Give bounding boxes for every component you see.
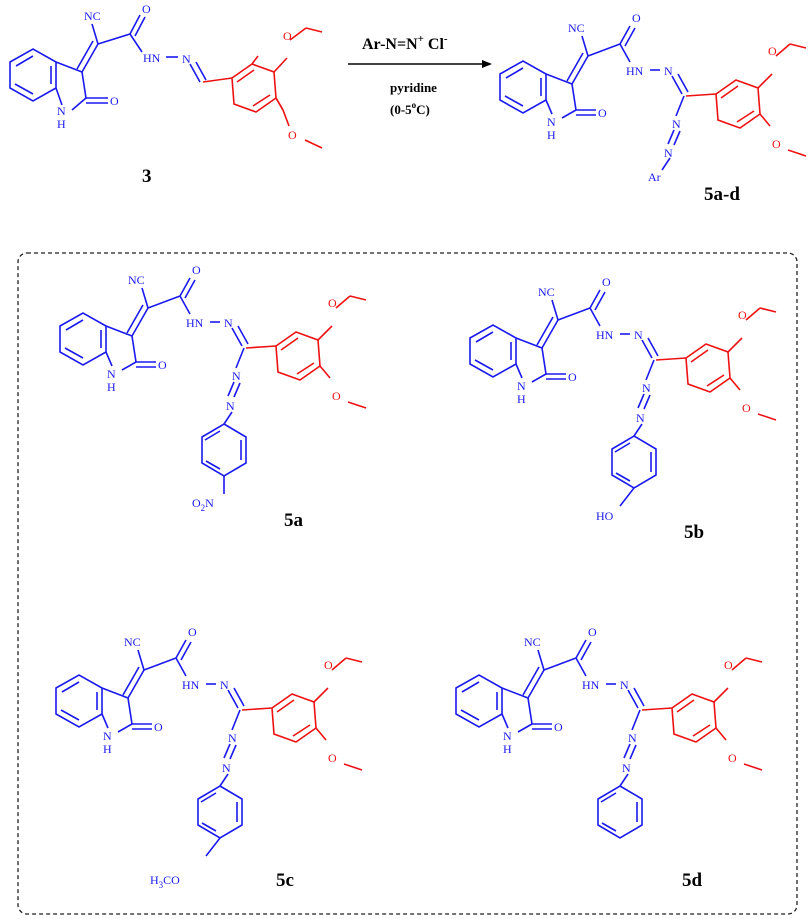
compound-label-3: 3 <box>142 166 152 187</box>
label-o: O <box>154 720 163 734</box>
label-hn: HN <box>186 316 204 330</box>
label-o: O <box>568 370 577 384</box>
label-n: N <box>664 64 673 78</box>
label-nc: NC <box>124 635 141 649</box>
label-h: H <box>517 392 526 406</box>
label-o: O <box>332 389 341 403</box>
label-n: N <box>226 399 235 413</box>
label-o: O <box>742 401 751 415</box>
label-h: H <box>547 128 556 142</box>
product-5a-d: NC O HN N O N H N N Ar O O 5a-d <box>499 11 807 205</box>
label-o: O <box>188 625 197 639</box>
label-o: O <box>192 263 201 277</box>
label-n: N <box>634 328 643 342</box>
label-n: N <box>182 52 191 66</box>
label-o: O <box>324 658 333 672</box>
label-h: H <box>503 742 512 756</box>
temperature-label: (0-5oC) <box>390 100 430 117</box>
label-n: N <box>672 117 681 131</box>
label-n: N <box>224 316 233 330</box>
label-h3co: H3CO <box>150 873 180 890</box>
label-nc: NC <box>568 21 585 35</box>
label-o: O <box>724 658 733 672</box>
label-o: O <box>588 625 597 639</box>
label-o: O <box>738 308 747 322</box>
label-hn: HN <box>582 678 600 692</box>
compound-5b: NC O HN N O N H N N HO O O 5b <box>469 275 777 543</box>
label-n: N <box>620 678 629 692</box>
label-o: O <box>602 275 611 289</box>
label-n: N <box>220 678 229 692</box>
label-n: N <box>636 411 645 425</box>
label-o: O <box>768 44 777 58</box>
label-n: N <box>517 379 526 393</box>
products-frame <box>17 252 798 915</box>
label-n: N <box>547 115 556 129</box>
label-o: O <box>772 137 781 151</box>
label-nc: NC <box>84 9 101 23</box>
label-n: N <box>228 731 237 745</box>
label-o: O <box>554 720 563 734</box>
label-n: N <box>622 761 631 775</box>
label-o: O <box>632 11 641 25</box>
label-nc: NC <box>538 285 555 299</box>
label-hn: HN <box>626 64 644 78</box>
label-n: N <box>107 367 116 381</box>
label-n: N <box>57 104 66 118</box>
compound-5a: NC O HN N O N H N N O2N O O 5a <box>59 263 367 531</box>
compound-label-5a: 5a <box>284 510 304 531</box>
label-n: N <box>222 761 231 775</box>
label-hn: HN <box>596 328 614 342</box>
label-nc: NC <box>524 635 541 649</box>
label-ar: Ar <box>648 170 661 184</box>
label-h: H <box>57 117 66 131</box>
compound-5d: NC O HN N O N H N N O O 5d <box>455 625 763 891</box>
label-hn: HN <box>143 51 161 65</box>
label-o: O <box>288 128 297 142</box>
reagent-label: Ar-N=N+Cl- <box>362 33 448 53</box>
label-o: O <box>283 29 292 43</box>
label-n: N <box>103 729 112 743</box>
label-n: N <box>628 731 637 745</box>
compound-5c: NC O HN N O N H N N H3CO O O 5c <box>55 625 363 891</box>
label-o: O <box>598 106 607 120</box>
label-n: N <box>642 381 651 395</box>
label-o: O <box>110 94 119 108</box>
label-n: N <box>232 369 241 383</box>
label-n: N <box>664 146 673 160</box>
label-h: H <box>107 380 116 394</box>
label-h: H <box>103 742 112 756</box>
reaction-arrow: Ar-N=N+Cl- pyridine (0-5oC) <box>348 33 492 117</box>
label-n: N <box>503 729 512 743</box>
label-o2n: O2N <box>192 496 214 513</box>
label-o: O <box>158 358 167 372</box>
label-nc: NC <box>128 273 145 287</box>
starting-material-3: NC O HN N O N H O O 3 <box>9 2 323 187</box>
compound-label-5d: 5d <box>682 870 703 891</box>
compound-label-5c: 5c <box>276 870 294 891</box>
compound-label-5b: 5b <box>684 522 704 543</box>
label-o: O <box>728 751 737 765</box>
solvent-label: pyridine <box>390 80 437 95</box>
compound-label-5a-d: 5a-d <box>704 184 740 205</box>
label-o: O <box>328 296 337 310</box>
label-o: O <box>142 2 151 16</box>
label-o: O <box>328 751 337 765</box>
label-ho: HO <box>596 509 614 523</box>
label-hn: HN <box>182 678 200 692</box>
